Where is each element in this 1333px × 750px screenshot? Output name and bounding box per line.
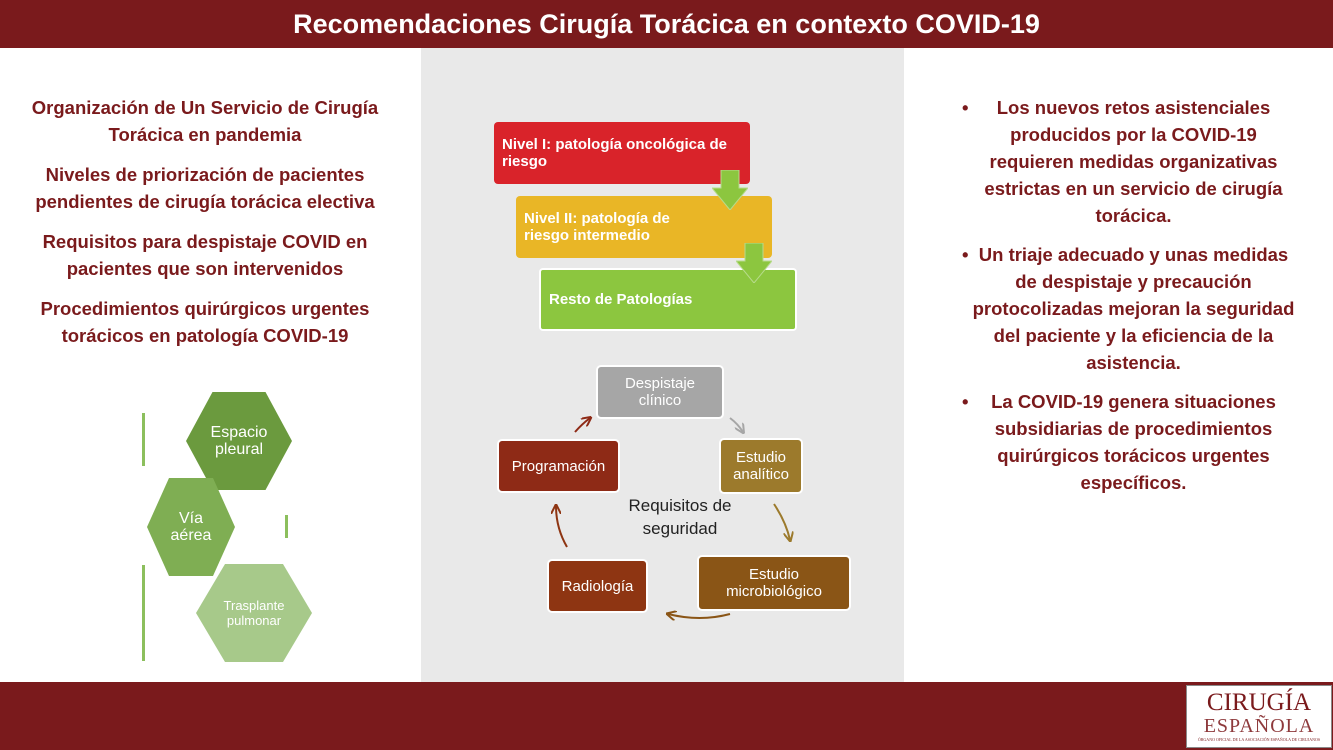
- cycle-step-clinical-screening: Despistaje clínico: [596, 365, 724, 419]
- key-point-item: • Un triaje adecuado y unas medidas de d…: [950, 241, 1295, 376]
- cycle-step-scheduling: Programación: [497, 439, 620, 493]
- cycle-center-label: Requisitos de seguridad: [628, 496, 732, 538]
- key-point-text: La COVID-19 genera situaciones subsidiar…: [991, 391, 1276, 493]
- journal-logo: CIRUGÍA ESPAÑOLA ÓRGANO OFICIAL DE LA AS…: [1186, 685, 1332, 748]
- cycle-step-radiology: Radiología: [547, 559, 648, 613]
- hex-accent-line: [142, 565, 145, 661]
- key-point-text: Un triaje adecuado y unas medidas de des…: [972, 244, 1295, 373]
- cycle-step-microbiology: Estudio microbiológico: [697, 555, 851, 611]
- key-points-list: • Los nuevos retos asistenciales produci…: [950, 94, 1295, 508]
- cycle-arrow-icon: [668, 614, 731, 618]
- cycle-arrow-icon: [574, 418, 590, 433]
- hex-accent-line: [285, 515, 288, 538]
- level-2-label: Nivel II: patología de riesgo intermedio: [524, 210, 670, 244]
- level-1-label: Nivel I: patología oncológica de riesgo: [502, 136, 728, 170]
- topics-list: Organización de Un Servicio de Cirugía T…: [20, 94, 390, 362]
- down-arrow-icon: [712, 170, 748, 210]
- cycle-step-lab-study: Estudio analítico: [719, 438, 803, 494]
- hex-accent-line: [142, 413, 145, 466]
- topic-covid-screening: Requisitos para despistaje COVID en paci…: [42, 231, 368, 279]
- page-title: Recomendaciones Cirugía Torácica en cont…: [293, 8, 1040, 39]
- level-1-box: Nivel I: patología oncológica de riesgo: [494, 122, 750, 184]
- cycle-arrow-icon: [773, 503, 790, 540]
- cycle-step-label: Estudio analítico: [733, 449, 789, 483]
- topic-urgent-procedures: Procedimientos quirúrgicos urgentes torá…: [40, 298, 370, 346]
- down-arrow-icon: [736, 243, 772, 283]
- header-bar: Recomendaciones Cirugía Torácica en cont…: [0, 0, 1333, 48]
- cycle-arrow-icon: [729, 417, 743, 432]
- logo-line-2: ESPAÑOLA: [1203, 715, 1315, 737]
- key-point-item: • La COVID-19 genera situaciones subsidi…: [950, 388, 1295, 496]
- cycle-step-label: Despistaje clínico: [624, 375, 696, 409]
- cycle-step-label: Estudio microbiológico: [726, 566, 822, 600]
- logo-line-3: ÓRGANO OFICIAL DE LA ASOCIACIÓN ESPAÑOLA…: [1197, 737, 1321, 742]
- level-3-label: Resto de Patologías: [549, 291, 693, 308]
- topic-organization: Organización de Un Servicio de Cirugía T…: [31, 97, 379, 145]
- bullet-icon: •: [962, 97, 969, 118]
- logo-line-1: CIRUGÍA: [1206, 689, 1312, 716]
- cycle-step-label: Radiología: [561, 577, 634, 595]
- hexagon-label: Vía aérea: [170, 510, 212, 544]
- bullet-icon: •: [962, 244, 969, 265]
- hexagon-label: Espacio pleural: [210, 424, 268, 458]
- bullet-icon: •: [962, 391, 969, 412]
- hexagon-label: Trasplante pulmonar: [223, 598, 285, 628]
- key-point-text: Los nuevos retos asistenciales producido…: [984, 97, 1283, 226]
- cycle-arrow-icon: [556, 506, 568, 548]
- key-point-item: • Los nuevos retos asistenciales produci…: [950, 94, 1295, 229]
- footer-bar: [0, 682, 1333, 750]
- topic-prioritization: Niveles de priorización de pacientes pen…: [35, 164, 375, 212]
- cycle-step-label: Programación: [511, 457, 606, 475]
